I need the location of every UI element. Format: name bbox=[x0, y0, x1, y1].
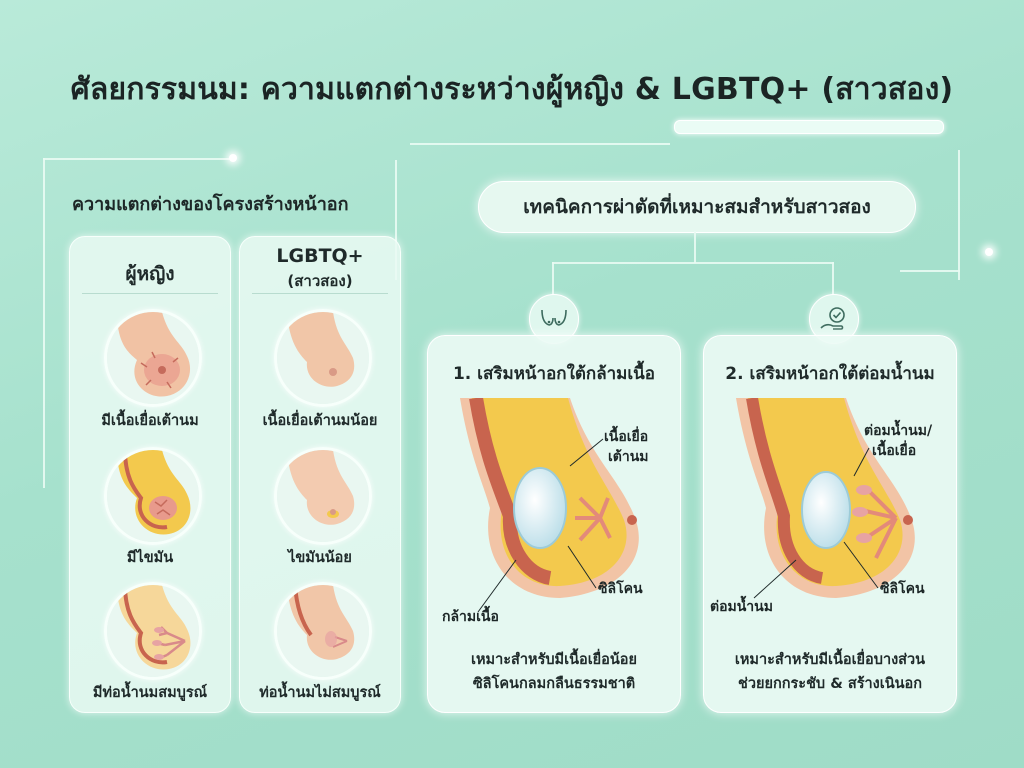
technique-1-card: 1. เสริมหน้าอกใต้กล้ามเนื้อ เนื้อเยื่อ เ… bbox=[427, 335, 681, 713]
decor-line bbox=[43, 158, 233, 160]
lgbtq-item-2: ไขมันน้อย bbox=[288, 550, 352, 566]
title-underline-bar bbox=[674, 120, 944, 134]
connector-line bbox=[832, 262, 834, 298]
women-heading: ผู้หญิง bbox=[125, 263, 175, 285]
technique-2-card: 2. เสริมหน้าอกใต้ต่อมน้ำนม ต่อมน้ำนม/ เน… bbox=[703, 335, 957, 713]
gland-label-line1: ต่อมน้ำนม/ bbox=[864, 423, 933, 439]
connector-line bbox=[552, 262, 554, 298]
women-item-2: มีไขมัน bbox=[126, 550, 174, 566]
women-milk-duct-illustration bbox=[104, 582, 202, 680]
lgbtq-milk-duct-illustration bbox=[274, 582, 372, 680]
lgbtq-heading: LGBTQ+ bbox=[276, 245, 364, 267]
page-title: ศัลยกรรมนม: ความแตกต่างระหว่างผู้หญิง & … bbox=[70, 72, 954, 107]
muscle-label: กล้ามเนื้อ bbox=[442, 609, 499, 625]
lgbtq-subheading: (สาวสอง) bbox=[287, 272, 353, 290]
lgbtq-fat-illustration bbox=[274, 447, 372, 545]
lgbtq-column-card: LGBTQ+ (สาวสอง) เนื้อเยื่อเต้านมน้อย ไขม… bbox=[239, 236, 401, 713]
silicone-label: ซิลิโคน bbox=[880, 581, 925, 597]
column-divider bbox=[252, 293, 388, 294]
silicone-label: ซิลิโคน bbox=[598, 581, 643, 597]
tissue-label-line1: เนื้อเยื่อ bbox=[604, 429, 649, 445]
women-breast-tissue-illustration bbox=[104, 309, 202, 407]
decor-dot bbox=[229, 154, 237, 162]
decor-line bbox=[43, 158, 45, 488]
gland-bottom-label: ต่อมน้ำนม bbox=[710, 599, 773, 615]
decor-line bbox=[395, 160, 397, 280]
lgbtq-breast-tissue-illustration bbox=[274, 309, 372, 407]
connector-line bbox=[552, 262, 834, 264]
women-column-card: ผู้หญิง มีเนื้อเยื่อเต้านม มีไขมัน มีท่อ… bbox=[69, 236, 231, 713]
technique-2-title: 2. เสริมหน้าอกใต้ต่อมน้ำนม bbox=[725, 364, 935, 384]
decor-line bbox=[410, 143, 670, 145]
connector-line bbox=[694, 231, 696, 263]
women-item-3: มีท่อน้ำนมสมบูรณ์ bbox=[92, 685, 208, 701]
decor-dot bbox=[985, 248, 993, 256]
technique-1-note-2: ซิลิโคนกลมกลืนธรรมชาติ bbox=[472, 676, 636, 692]
lgbtq-item-3: ท่อน้ำนมไม่สมบูรณ์ bbox=[259, 685, 381, 701]
technique-2-note-2: ช่วยยกกระชับ & สร้างเนินอก bbox=[737, 676, 923, 692]
technique-2-note-1: เหมาะสำหรับมีเนื้อเยื่อบางส่วน bbox=[734, 652, 926, 668]
women-fat-illustration bbox=[104, 447, 202, 545]
women-item-1: มีเนื้อเยื่อเต้านม bbox=[101, 413, 199, 429]
decor-line bbox=[958, 150, 960, 280]
column-divider bbox=[82, 293, 218, 294]
gland-label-line2: เนื้อเยื่อ bbox=[872, 443, 917, 459]
technique-1-note-1: เหมาะสำหรับมีเนื้อเยื่อน้อย bbox=[471, 652, 637, 668]
technique-1-title: 1. เสริมหน้าอกใต้กล้ามเนื้อ bbox=[452, 364, 656, 384]
right-section-heading: เทคนิคการผ่าตัดที่เหมาะสมสำหรับสาวสอง bbox=[478, 181, 916, 233]
left-section-heading: ความแตกต่างของโครงสร้างหน้าอก bbox=[72, 194, 349, 215]
tissue-label-line2: เต้านม bbox=[608, 449, 649, 465]
lgbtq-item-1: เนื้อเยื่อเต้านมน้อย bbox=[262, 413, 378, 429]
decor-line bbox=[900, 270, 960, 272]
